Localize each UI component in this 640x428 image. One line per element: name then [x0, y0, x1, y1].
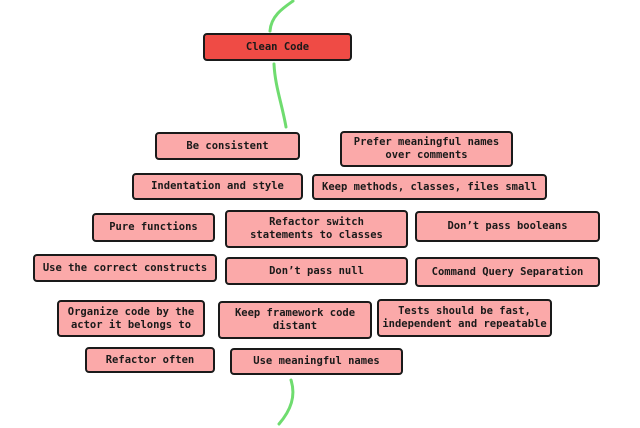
node-pure-functions[interactable]: Pure functions — [92, 213, 215, 242]
node-prefer-meaningful-names-over-comments[interactable]: Prefer meaningful names over comments — [340, 131, 513, 167]
connector-top — [268, 0, 295, 33]
node-keep-methods-classes-files-small[interactable]: Keep methods, classes, files small — [312, 174, 547, 200]
node-clean-code-root[interactable]: Clean Code — [203, 33, 352, 61]
node-command-query-separation[interactable]: Command Query Separation — [415, 257, 600, 287]
connector-root-to-children — [272, 62, 288, 129]
node-use-correct-constructs[interactable]: Use the correct constructs — [33, 254, 217, 282]
node-be-consistent[interactable]: Be consistent — [155, 132, 300, 160]
connector-bottom — [277, 378, 295, 426]
node-dont-pass-booleans[interactable]: Don’t pass booleans — [415, 211, 600, 242]
node-organize-code-by-actor[interactable]: Organize code by the actor it belongs to — [57, 300, 205, 337]
node-refactor-often[interactable]: Refactor often — [85, 347, 215, 373]
node-indentation-and-style[interactable]: Indentation and style — [132, 173, 303, 200]
node-use-meaningful-names[interactable]: Use meaningful names — [230, 348, 403, 375]
node-keep-framework-code-distant[interactable]: Keep framework code distant — [218, 301, 372, 339]
node-dont-pass-null[interactable]: Don’t pass null — [225, 257, 408, 285]
node-refactor-switch-statements[interactable]: Refactor switch statements to classes — [225, 210, 408, 248]
node-tests-fast-independent-repeatable[interactable]: Tests should be fast, independent and re… — [377, 299, 552, 337]
